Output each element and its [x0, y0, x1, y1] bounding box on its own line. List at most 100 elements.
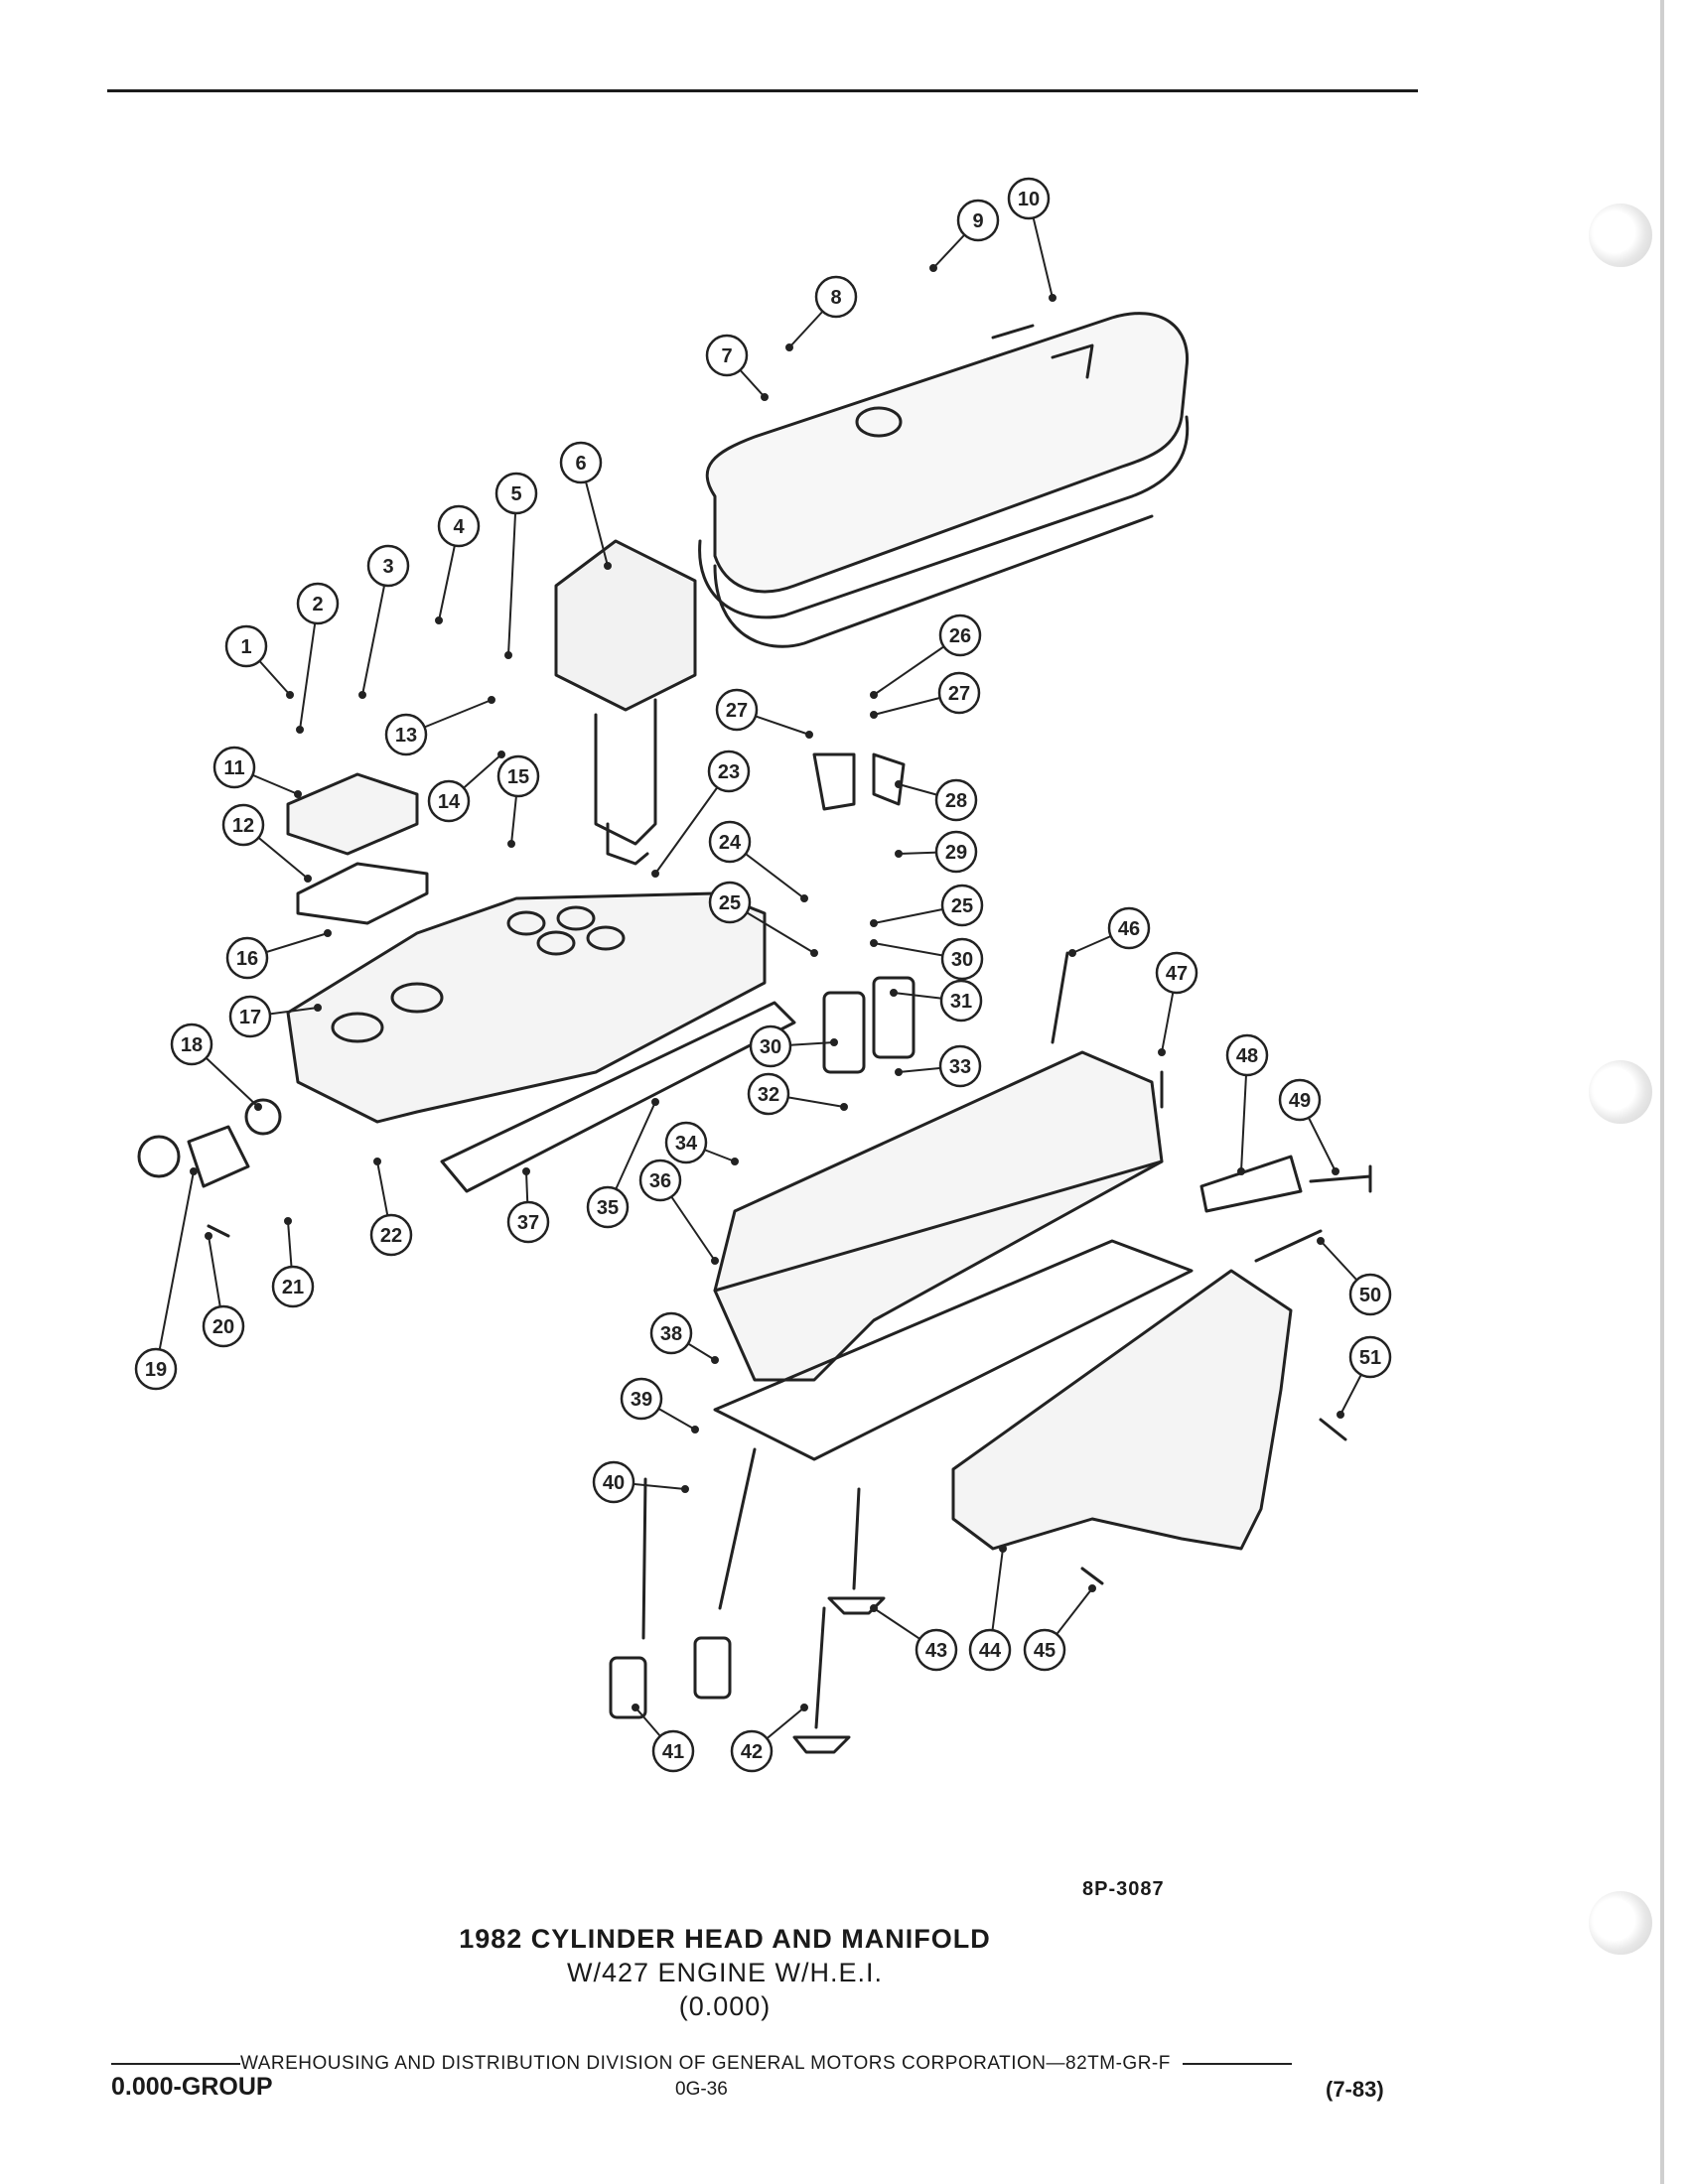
callout-circle	[1348, 1335, 1392, 1379]
callout-arrowhead	[254, 1103, 262, 1111]
callout-number: 42	[741, 1741, 763, 1763]
callout-circle	[730, 1729, 774, 1773]
callout-arrowhead	[800, 894, 808, 902]
callout-circle	[366, 544, 410, 588]
temp-sender-drawing	[1309, 1164, 1372, 1193]
callout-1: 1	[224, 624, 268, 668]
callout-arrowhead	[870, 939, 878, 947]
callout-arrowhead	[358, 691, 366, 699]
callout-number: 47	[1166, 963, 1188, 985]
callout-circle	[202, 1304, 245, 1348]
callout-circle	[271, 1265, 315, 1308]
bolt-drawing	[1319, 1418, 1347, 1441]
callout-arrowhead	[999, 1545, 1007, 1553]
callout-12: 12	[221, 803, 265, 847]
binder-hole-bottom	[1589, 1891, 1652, 1955]
callout-circle	[664, 1121, 708, 1164]
callout-number: 31	[950, 991, 972, 1013]
callout-40: 40	[592, 1460, 635, 1504]
rocker-arm-drawing	[812, 752, 856, 811]
callout-18: 18	[170, 1023, 213, 1066]
callout-arrowhead	[1332, 1167, 1339, 1175]
callout-11: 11	[212, 746, 256, 789]
callout-number: 23	[718, 761, 740, 783]
callout-circle	[708, 881, 752, 924]
cylinder-head-drawing	[713, 1050, 1164, 1382]
callout-circle	[221, 803, 265, 847]
callout-arrowhead	[890, 989, 898, 997]
callout-48: 48	[1225, 1033, 1269, 1077]
callout-number: 13	[395, 725, 417, 747]
callout-number: 6	[575, 453, 586, 475]
callout-34: 34	[664, 1121, 708, 1164]
callout-arrowhead	[651, 1098, 659, 1106]
callout-3: 3	[366, 544, 410, 588]
lifter-drawing	[693, 1636, 732, 1700]
callout-circle	[427, 779, 471, 823]
callout-arrowhead	[711, 1356, 719, 1364]
callout-21: 21	[271, 1265, 315, 1308]
callout-6: 6	[559, 441, 603, 484]
callout-19: 19	[134, 1347, 178, 1391]
callout-25: 25	[708, 881, 752, 924]
callout-36: 36	[638, 1159, 682, 1202]
callout-arrowhead	[691, 1426, 699, 1433]
callout-number: 46	[1118, 918, 1140, 940]
callout-circle	[592, 1460, 635, 1504]
callout-number: 50	[1359, 1285, 1381, 1306]
callout-number: 11	[223, 757, 244, 779]
valve-cover-drawing	[698, 312, 1190, 648]
callout-number: 15	[507, 766, 529, 788]
callout-number: 2	[312, 594, 323, 615]
footer-date: (7-83)	[1326, 2077, 1384, 2102]
callout-arrowhead	[435, 616, 443, 624]
callout-arrowhead	[522, 1167, 530, 1175]
callout-arrowhead	[1088, 1584, 1096, 1592]
callout-leader-line	[155, 1170, 195, 1370]
callout-number: 33	[949, 1056, 971, 1078]
callout-circle	[384, 713, 428, 756]
footer-group: 0.000-GROUP	[111, 2073, 273, 2101]
callout-circle	[506, 1200, 550, 1244]
callout-28: 28	[934, 778, 978, 822]
callout-number: 30	[951, 949, 973, 971]
callout-arrowhead	[497, 751, 505, 758]
callout-number: 16	[236, 948, 258, 970]
intake-manifold-drawing	[286, 891, 767, 1124]
callout-arrowhead	[761, 393, 769, 401]
callout-arrowhead	[1158, 1048, 1166, 1056]
callout-30: 30	[940, 937, 984, 981]
bypass-hose-drawing	[187, 1125, 250, 1188]
callout-circle	[212, 746, 256, 789]
callout-arrowhead	[785, 343, 793, 351]
callout-circle	[939, 979, 983, 1023]
pushrod-drawing	[641, 1447, 757, 1640]
callout-circle	[747, 1072, 790, 1116]
footer-page-number: 0G-36	[675, 2079, 728, 2100]
callout-number: 5	[510, 483, 521, 505]
callout-circle	[437, 504, 481, 548]
callout-number: 40	[603, 1472, 625, 1494]
bolt-drawing	[1051, 951, 1069, 1044]
callout-circle	[1023, 1628, 1066, 1672]
callout-leader-line	[361, 565, 389, 696]
callout-circle	[707, 750, 751, 793]
callout-8: 8	[814, 275, 858, 319]
callout-arrowhead	[1317, 1237, 1325, 1245]
callout-number: 1	[240, 636, 251, 658]
callout-arrowhead	[805, 731, 813, 739]
callout-circle	[170, 1023, 213, 1066]
callout-arrowhead	[504, 651, 512, 659]
callout-10: 10	[1007, 177, 1051, 220]
callout-number: 38	[660, 1323, 682, 1345]
callout-arrowhead	[1068, 949, 1076, 957]
callout-arrowhead	[507, 840, 515, 848]
diagram-subtitle: W/427 ENGINE W/H.E.I.	[566, 1958, 884, 1987]
callout-arrowhead	[284, 1217, 292, 1225]
callout-arrowhead	[870, 711, 878, 719]
callout-arrowhead	[314, 1004, 322, 1012]
callout-35: 35	[586, 1185, 630, 1229]
callout-arrowhead	[895, 1068, 903, 1076]
callout-circle	[1107, 906, 1151, 950]
